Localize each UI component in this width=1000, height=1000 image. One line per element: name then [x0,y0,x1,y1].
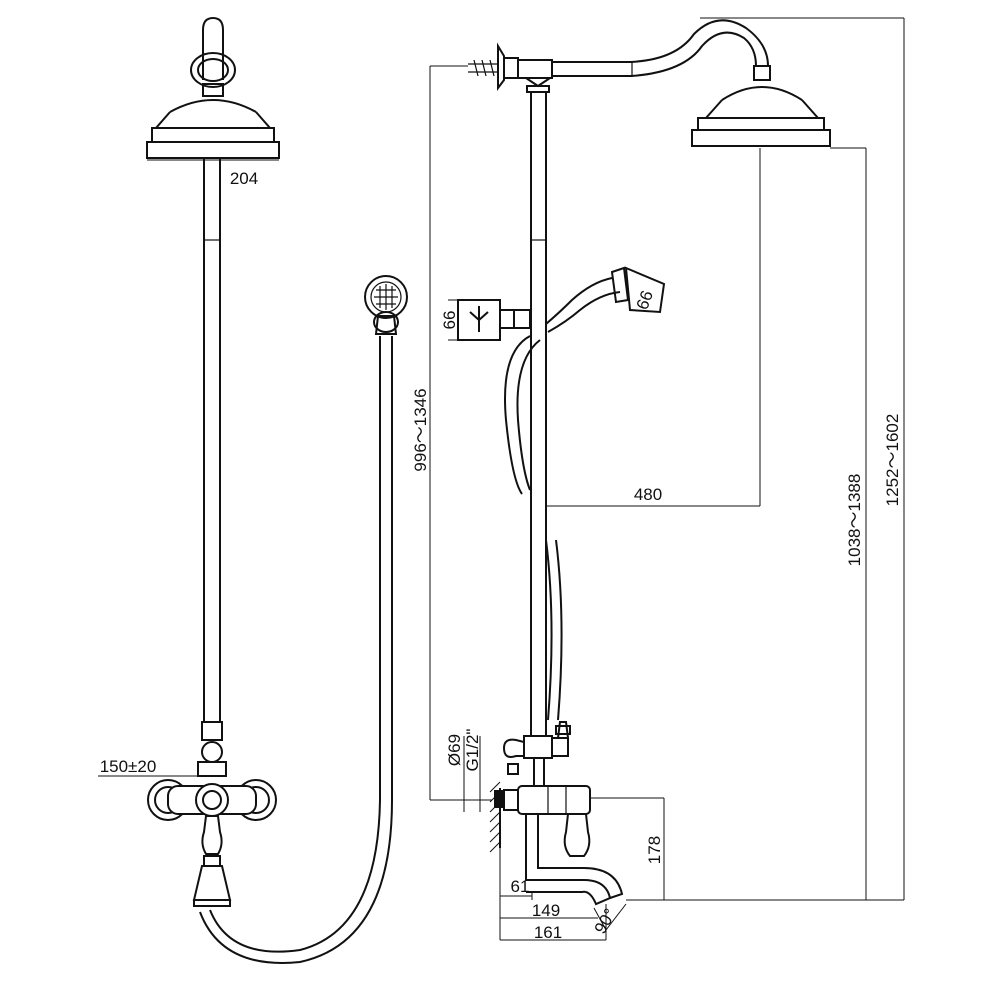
label-spout-height: 178 [645,836,664,864]
side-riser-pipe [530,92,547,736]
head-height-dimension: 1038～1388 [830,147,867,900]
hand-shower-face-grid [374,284,398,310]
side-mixer-valve [502,721,624,906]
label-outlet-diameter: Ø69 [445,734,464,766]
arm-reach-dimension: 480 [546,148,761,507]
side-view: 66 66 996～1346 480 [411,17,905,942]
label-head-height-range: 1038～1388 [845,474,864,567]
spout-height-dimension: 178 [590,797,665,900]
front-riser-pipe [203,158,221,722]
label-thread: G1/2" [463,729,482,772]
wall-hatch [489,781,504,853]
side-slide-holder: 66 [440,299,531,341]
label-spacing: 150±20 [100,757,157,776]
label-head-diameter: 204 [230,169,258,188]
front-shower-head [146,83,280,159]
front-top-bracket [190,16,236,88]
label-bar-height-range: 996～1346 [411,388,430,471]
label-spout-reach-inner: 149 [532,901,560,920]
total-height-dimension: 1252～1602 [700,17,905,900]
label-wall-offset: 61 [511,877,530,896]
label-total-height-range: 1252～1602 [883,414,902,507]
front-view: 204 150±20 [98,16,408,964]
head-diameter-dimension: 204 [147,159,279,188]
spout-reach-dimensions: 61 149 161 90° [499,848,627,942]
bar-height-dimension: 996～1346 [411,65,492,801]
label-hand-shower-height: 66 [440,311,459,330]
label-hand-shower-face: 66 [633,288,657,312]
inlet-dimensions: Ø69 G1/2" [445,729,482,812]
front-hand-shower [199,275,408,964]
side-shower-head [691,65,831,147]
front-mixer-valve: 150±20 [98,721,277,907]
label-spout-reach-outer: 161 [534,923,562,942]
side-top-wall-flange [468,42,519,91]
side-shower-arm [552,19,769,77]
label-arm-reach: 480 [634,485,662,504]
side-top-joint [517,59,553,93]
